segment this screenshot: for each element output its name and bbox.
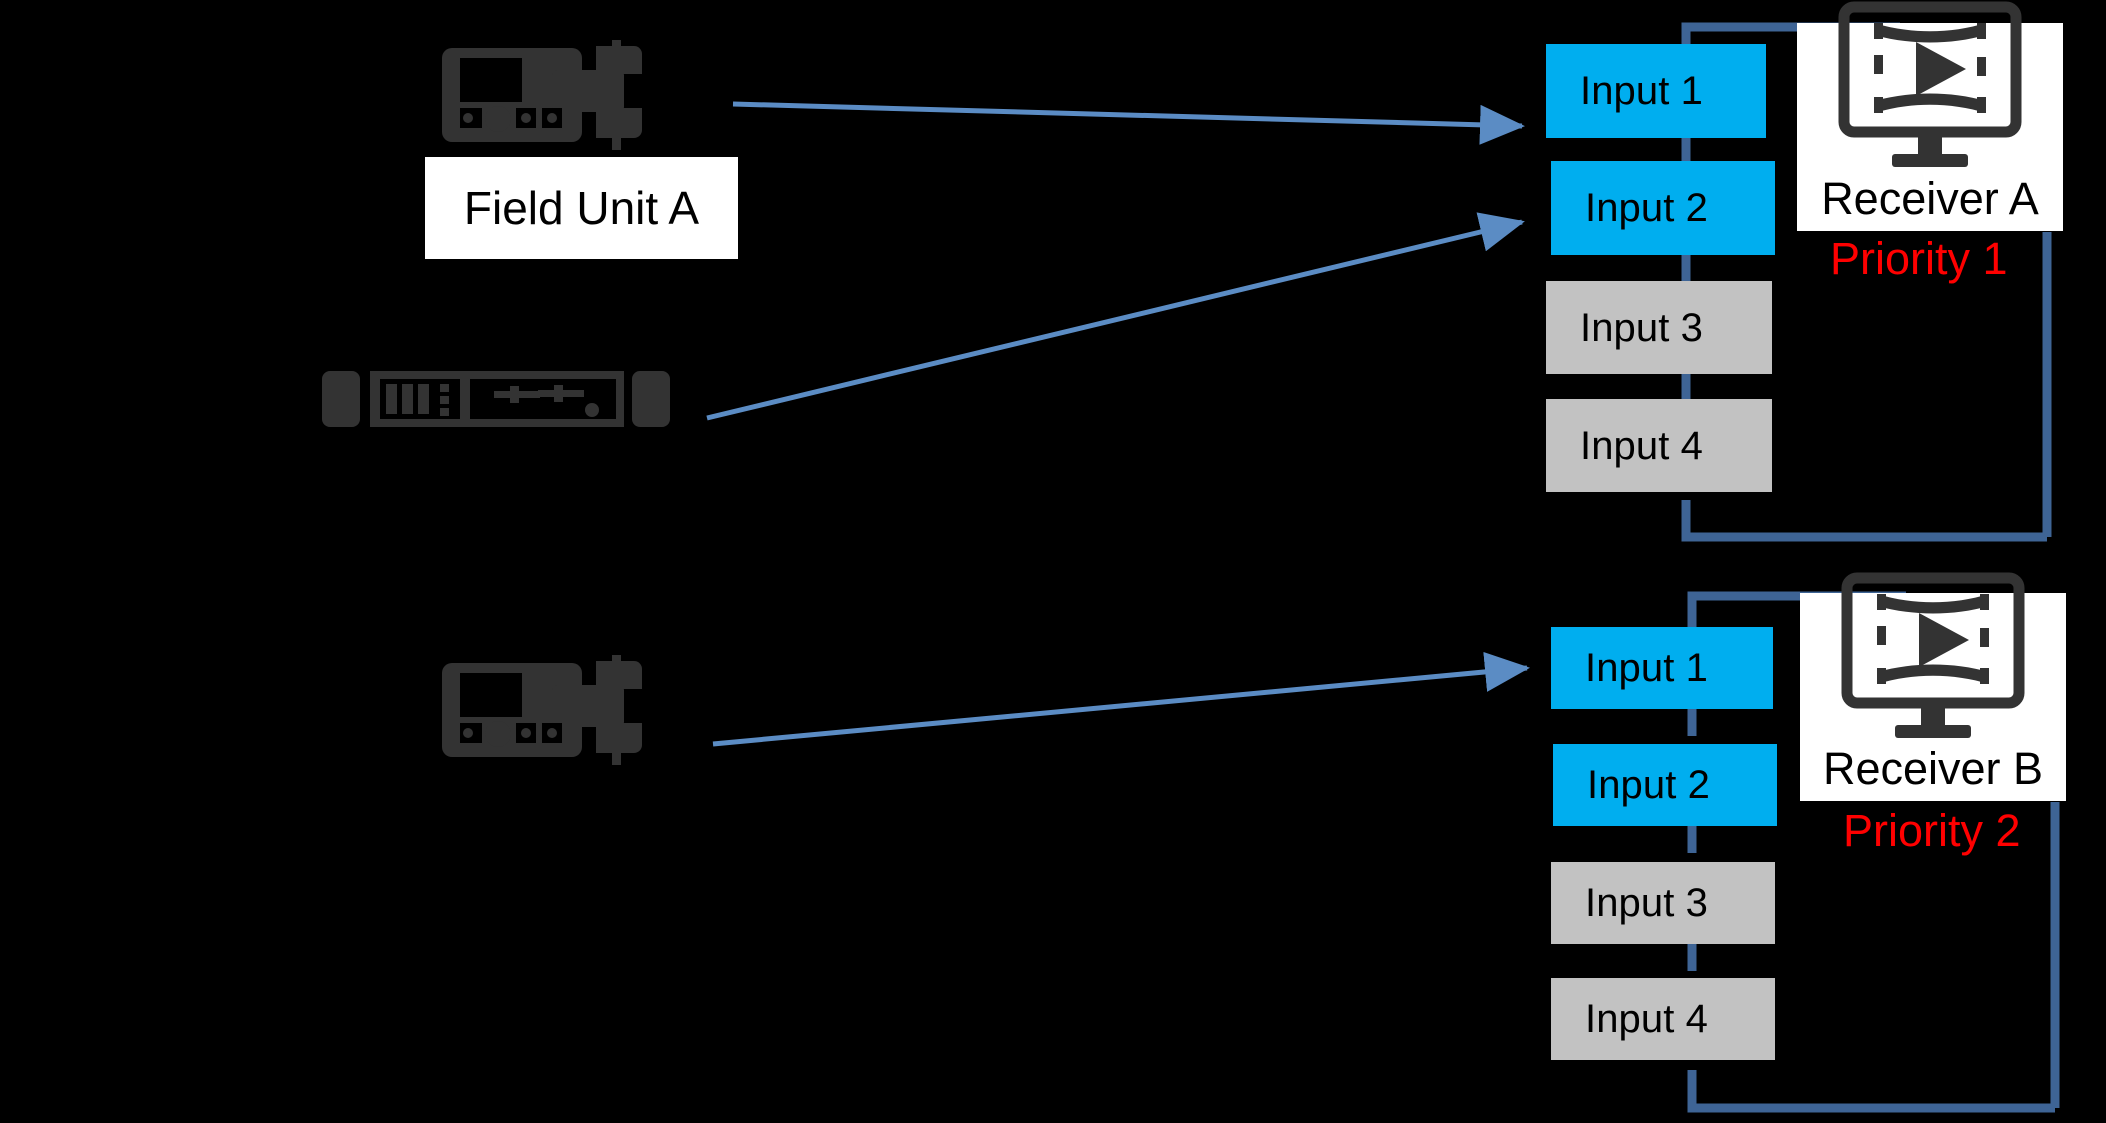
receiver-b-input-2[interactable]: Input 2 [1553,744,1777,826]
receiver-b-bus-bottom [1687,1070,2055,1113]
receiver-b-input-4[interactable]: Input 4 [1551,978,1775,1060]
input-label: Input 3 [1585,881,1709,925]
receiver-a-input-2[interactable]: Input 2 [1551,161,1775,255]
handheld-transmitter-icon [430,655,660,765]
receiver-b-priority: Priority 2 [1843,805,2021,856]
input-label: Input 3 [1580,305,1704,350]
rack-encoder-icon [322,366,670,432]
receiver-b-card[interactable]: Receiver B [1800,572,2066,801]
receiver-a-priority: Priority 1 [1830,233,2008,284]
monitor-play-icon [1830,1,2030,181]
handheld-transmitter-icon [430,40,660,150]
field-unit-a-label-text: Field Unit A [463,182,700,234]
input-label: Input 1 [1580,69,1704,113]
input-label: Input 2 [1585,186,1709,230]
receiver-b-input-3[interactable]: Input 3 [1551,862,1775,944]
field-unit-a-label: Field Unit A [425,157,738,259]
monitor-play-icon [1833,572,2033,752]
input-label: Input 4 [1580,423,1704,468]
input-label: Input 1 [1585,646,1709,690]
receiver-a-card[interactable]: Receiver A [1797,1,2063,231]
receiver-a-bus-bottom [1681,500,2047,542]
receiver-b-name: Receiver B [1822,743,2044,794]
receiver-b-input-1[interactable]: Input 1 [1551,627,1773,709]
receiver-a-input-3[interactable]: Input 3 [1546,281,1772,374]
receiver-a-name: Receiver A [1821,173,2039,224]
input-label: Input 2 [1587,763,1711,807]
input-label: Input 4 [1585,997,1709,1041]
receiver-a-input-4[interactable]: Input 4 [1546,399,1772,492]
receiver-a-input-1[interactable]: Input 1 [1546,44,1766,138]
